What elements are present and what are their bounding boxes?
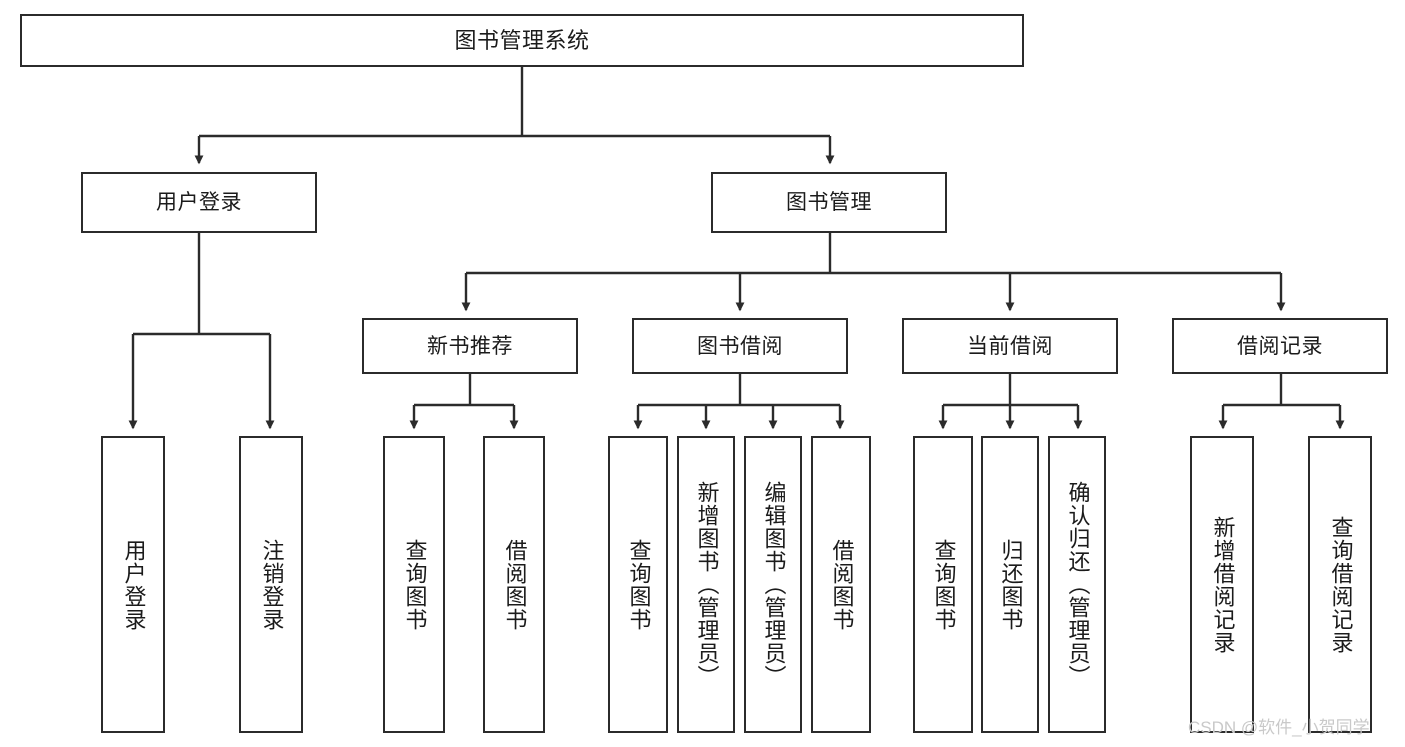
leaf-logout-login[interactable]: 注销登录 (239, 436, 303, 733)
node-root-label: 图书管理系统 (454, 27, 590, 53)
node-new-book-recommend-label: 新书推荐 (427, 334, 513, 358)
leaf-return-book-label: 归还图书 (998, 538, 1024, 631)
node-book-manage-label: 图书管理 (786, 191, 872, 214)
leaf-query-borrow-record[interactable]: 查询借阅记录 (1308, 436, 1372, 733)
leaf-query-book-1-label: 查询图书 (402, 538, 428, 631)
node-borrow-record[interactable]: 借阅记录 (1172, 318, 1388, 374)
leaf-borrow-book-1-label: 借阅图书 (502, 538, 528, 631)
leaf-borrow-book-2[interactable]: 借阅图书 (811, 436, 871, 733)
leaf-confirm-return-admin[interactable]: 确认归还（管理员） (1048, 436, 1106, 733)
node-new-book-recommend[interactable]: 新书推荐 (362, 318, 578, 374)
leaf-add-book-admin[interactable]: 新增图书（管理员） (677, 436, 735, 733)
csdn-watermark: CSDN @软件_小贺同学 (1188, 718, 1370, 737)
leaf-query-book-3[interactable]: 查询图书 (913, 436, 973, 733)
leaf-edit-book-admin[interactable]: 编辑图书（管理员） (744, 436, 802, 733)
node-borrow-record-label: 借阅记录 (1237, 334, 1323, 358)
leaf-edit-book-admin-label: 编辑图书（管理员） (761, 481, 787, 688)
leaf-user-login-label: 用户登录 (121, 538, 147, 631)
leaf-borrow-book-1[interactable]: 借阅图书 (483, 436, 545, 733)
leaf-confirm-return-admin-label: 确认归还（管理员） (1065, 481, 1091, 688)
leaf-logout-login-label: 注销登录 (259, 538, 285, 631)
node-root[interactable]: 图书管理系统 (20, 14, 1024, 67)
leaf-add-borrow-record[interactable]: 新增借阅记录 (1190, 436, 1254, 733)
node-user-login-label: 用户登录 (156, 191, 242, 214)
node-book-manage[interactable]: 图书管理 (711, 172, 947, 233)
node-current-borrow[interactable]: 当前借阅 (902, 318, 1118, 374)
leaf-query-book-1[interactable]: 查询图书 (383, 436, 445, 733)
node-user-login[interactable]: 用户登录 (81, 172, 317, 233)
node-current-borrow-label: 当前借阅 (967, 334, 1053, 358)
leaf-borrow-book-2-label: 借阅图书 (829, 538, 855, 631)
leaf-query-borrow-record-label: 查询借阅记录 (1328, 515, 1354, 654)
leaf-add-book-admin-label: 新增图书（管理员） (694, 481, 720, 688)
leaf-query-book-3-label: 查询图书 (931, 538, 957, 631)
leaf-user-login[interactable]: 用户登录 (101, 436, 165, 733)
node-book-borrow-label: 图书借阅 (697, 334, 783, 358)
leaf-query-book-2-label: 查询图书 (626, 538, 652, 631)
node-book-borrow[interactable]: 图书借阅 (632, 318, 848, 374)
leaf-add-borrow-record-label: 新增借阅记录 (1210, 515, 1236, 654)
leaf-return-book[interactable]: 归还图书 (981, 436, 1039, 733)
leaf-query-book-2[interactable]: 查询图书 (608, 436, 668, 733)
